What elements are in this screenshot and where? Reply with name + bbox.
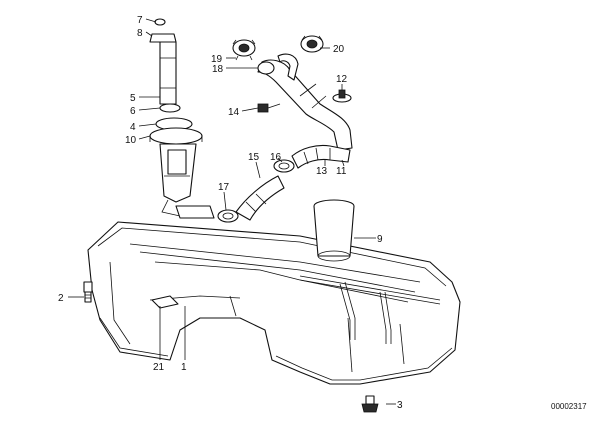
- callout-7: 7: [137, 15, 143, 26]
- callout-8-top: 8: [137, 28, 143, 39]
- callout-10: 10: [125, 135, 137, 146]
- callout-18: 18: [212, 64, 224, 75]
- hose-clamp-16: [273, 159, 295, 173]
- elbow-hose: [291, 144, 351, 169]
- callout-5: 5: [130, 93, 136, 104]
- document-number: 00002317: [551, 402, 587, 411]
- filler-cap: [232, 39, 256, 61]
- callout-4: 4: [130, 122, 136, 133]
- hose-clamp-17: [217, 209, 239, 223]
- callout-12: 12: [336, 74, 348, 85]
- bolt-bottom: [361, 395, 379, 413]
- callout-15: 15: [248, 152, 260, 163]
- callout-16: 16: [270, 152, 282, 163]
- callout-1: 1: [181, 362, 187, 373]
- callouts: 7 8 5 6 4 10 19 18 20 14 12 15 16 13 11 …: [58, 15, 403, 411]
- mounting-bracket: [151, 295, 179, 309]
- fuel-tank: [87, 221, 461, 385]
- leader-lines: [68, 18, 396, 405]
- callout-9: 9: [377, 234, 383, 245]
- callout-14: 14: [228, 107, 240, 118]
- callout-6: 6: [130, 106, 136, 117]
- filler-tube: [313, 199, 355, 262]
- callout-2: 2: [58, 293, 64, 304]
- callout-3: 3: [397, 400, 403, 411]
- hose-clip: [257, 103, 281, 113]
- callout-20: 20: [333, 44, 345, 55]
- vent-cap: [332, 89, 352, 103]
- callout-11: 11: [336, 166, 347, 177]
- bolt-left: [83, 281, 93, 303]
- callout-17: 17: [218, 182, 230, 193]
- filler-cap-seal: [300, 35, 324, 53]
- callout-21: 21: [153, 362, 165, 373]
- connecting-hose: [235, 175, 285, 221]
- callout-13: 13: [316, 166, 328, 177]
- fuel-pump-assembly: [149, 18, 215, 219]
- callout-19: 19: [211, 54, 223, 65]
- tank-strap-rail: [299, 275, 441, 344]
